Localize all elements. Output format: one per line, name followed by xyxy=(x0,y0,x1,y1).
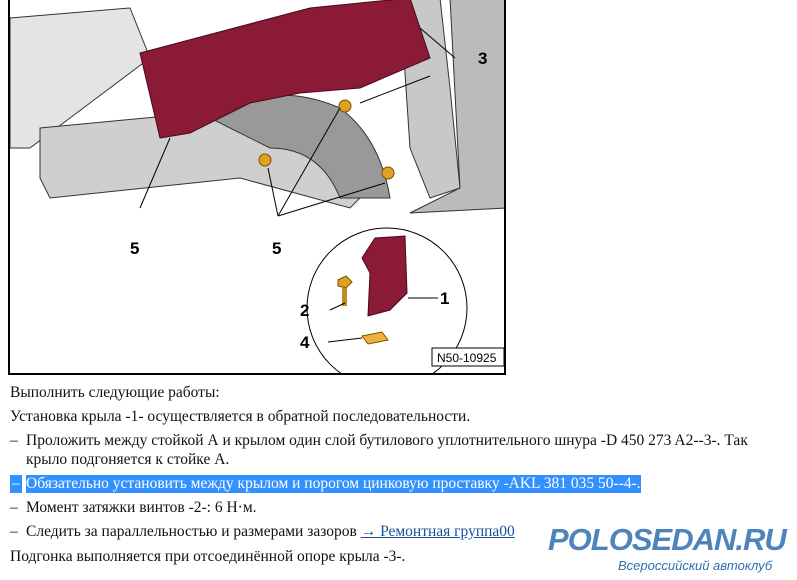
footer-text: Подгонка выполняется при отсоединённой о… xyxy=(10,548,406,565)
repair-group-link[interactable]: → Ремонтная группа00 xyxy=(360,523,515,540)
bullet-dash: – xyxy=(10,523,18,540)
screw-icon xyxy=(337,275,353,306)
bullet-text: Следить за параллельностью и размерами з… xyxy=(26,523,361,540)
figure-id: N50-10925 xyxy=(437,351,497,365)
watermark-logo: POLOSEDAN.RU Всероссийский автоклуб xyxy=(548,522,793,578)
bullet-dash: – xyxy=(10,499,18,516)
watermark-main: POLOSEDAN.RU xyxy=(548,522,787,557)
spacer-fender-detail xyxy=(361,235,408,317)
install-text: Установка крыла -1- осуществляется в обр… xyxy=(10,408,471,425)
intro-text: Выполнить следующие работы: xyxy=(10,384,220,401)
callout-4: 4 xyxy=(300,333,310,352)
bolt-icons xyxy=(258,99,395,180)
watermark-sub: Всероссийский автоклуб xyxy=(618,558,773,573)
callout-3: 3 xyxy=(478,49,487,68)
bullet-dash: – xyxy=(10,475,22,493)
fender-shape xyxy=(139,0,431,139)
selected-text[interactable]: Обязательно установить между крылом и по… xyxy=(26,475,641,493)
bullet-text: Проложить между стойкой А и крылом один … xyxy=(26,432,748,449)
bullet-text: крыло подгоняется к стойке А. xyxy=(26,451,230,468)
callout-5: 5 xyxy=(130,239,139,258)
repair-illustration: 3 5 5 1 2 4 N50-10925 xyxy=(8,0,506,375)
zinc-spacer xyxy=(361,331,389,345)
callout-2: 2 xyxy=(300,301,309,320)
callout-5: 5 xyxy=(272,239,281,258)
bullet-dash: – xyxy=(10,432,18,449)
callout-1: 1 xyxy=(440,289,449,308)
bullet-text: Момент затяжки винтов -2-: 6 Н·м. xyxy=(26,499,257,516)
